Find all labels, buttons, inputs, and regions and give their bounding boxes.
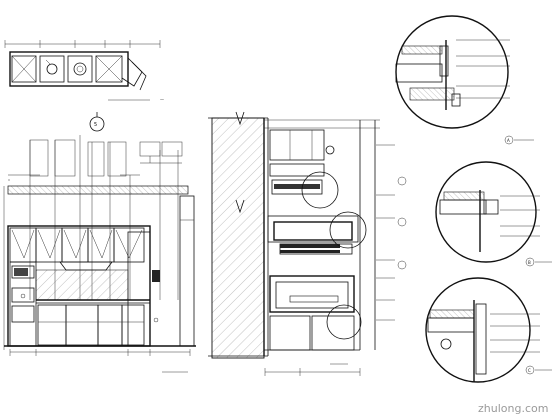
- range-hood: [59, 261, 113, 271]
- watermark-text: zhulong.com: [478, 402, 548, 415]
- detail-c-label: C: [528, 368, 531, 373]
- base-cabinets: [37, 304, 145, 346]
- section-dimensions: [264, 144, 407, 376]
- section-wall-hatch: [211, 117, 265, 359]
- backsplash-tile: [35, 269, 129, 301]
- svg-text:—: —: [160, 97, 164, 102]
- kitchen-elevation: 5: [3, 112, 196, 373]
- detail-c: C: [425, 277, 552, 383]
- ceiling-band: [7, 185, 189, 195]
- detail-a: A: [395, 15, 534, 145]
- callout-label: 5: [94, 122, 97, 128]
- wall-section: [208, 111, 407, 376]
- kitchen-plan-view: —: [4, 40, 164, 102]
- detail-b-label: B: [528, 260, 531, 265]
- wall-switch: [152, 270, 160, 282]
- upper-cabinets: [9, 227, 145, 263]
- detail-a-label: A: [507, 138, 510, 143]
- detail-b: B: [435, 161, 552, 267]
